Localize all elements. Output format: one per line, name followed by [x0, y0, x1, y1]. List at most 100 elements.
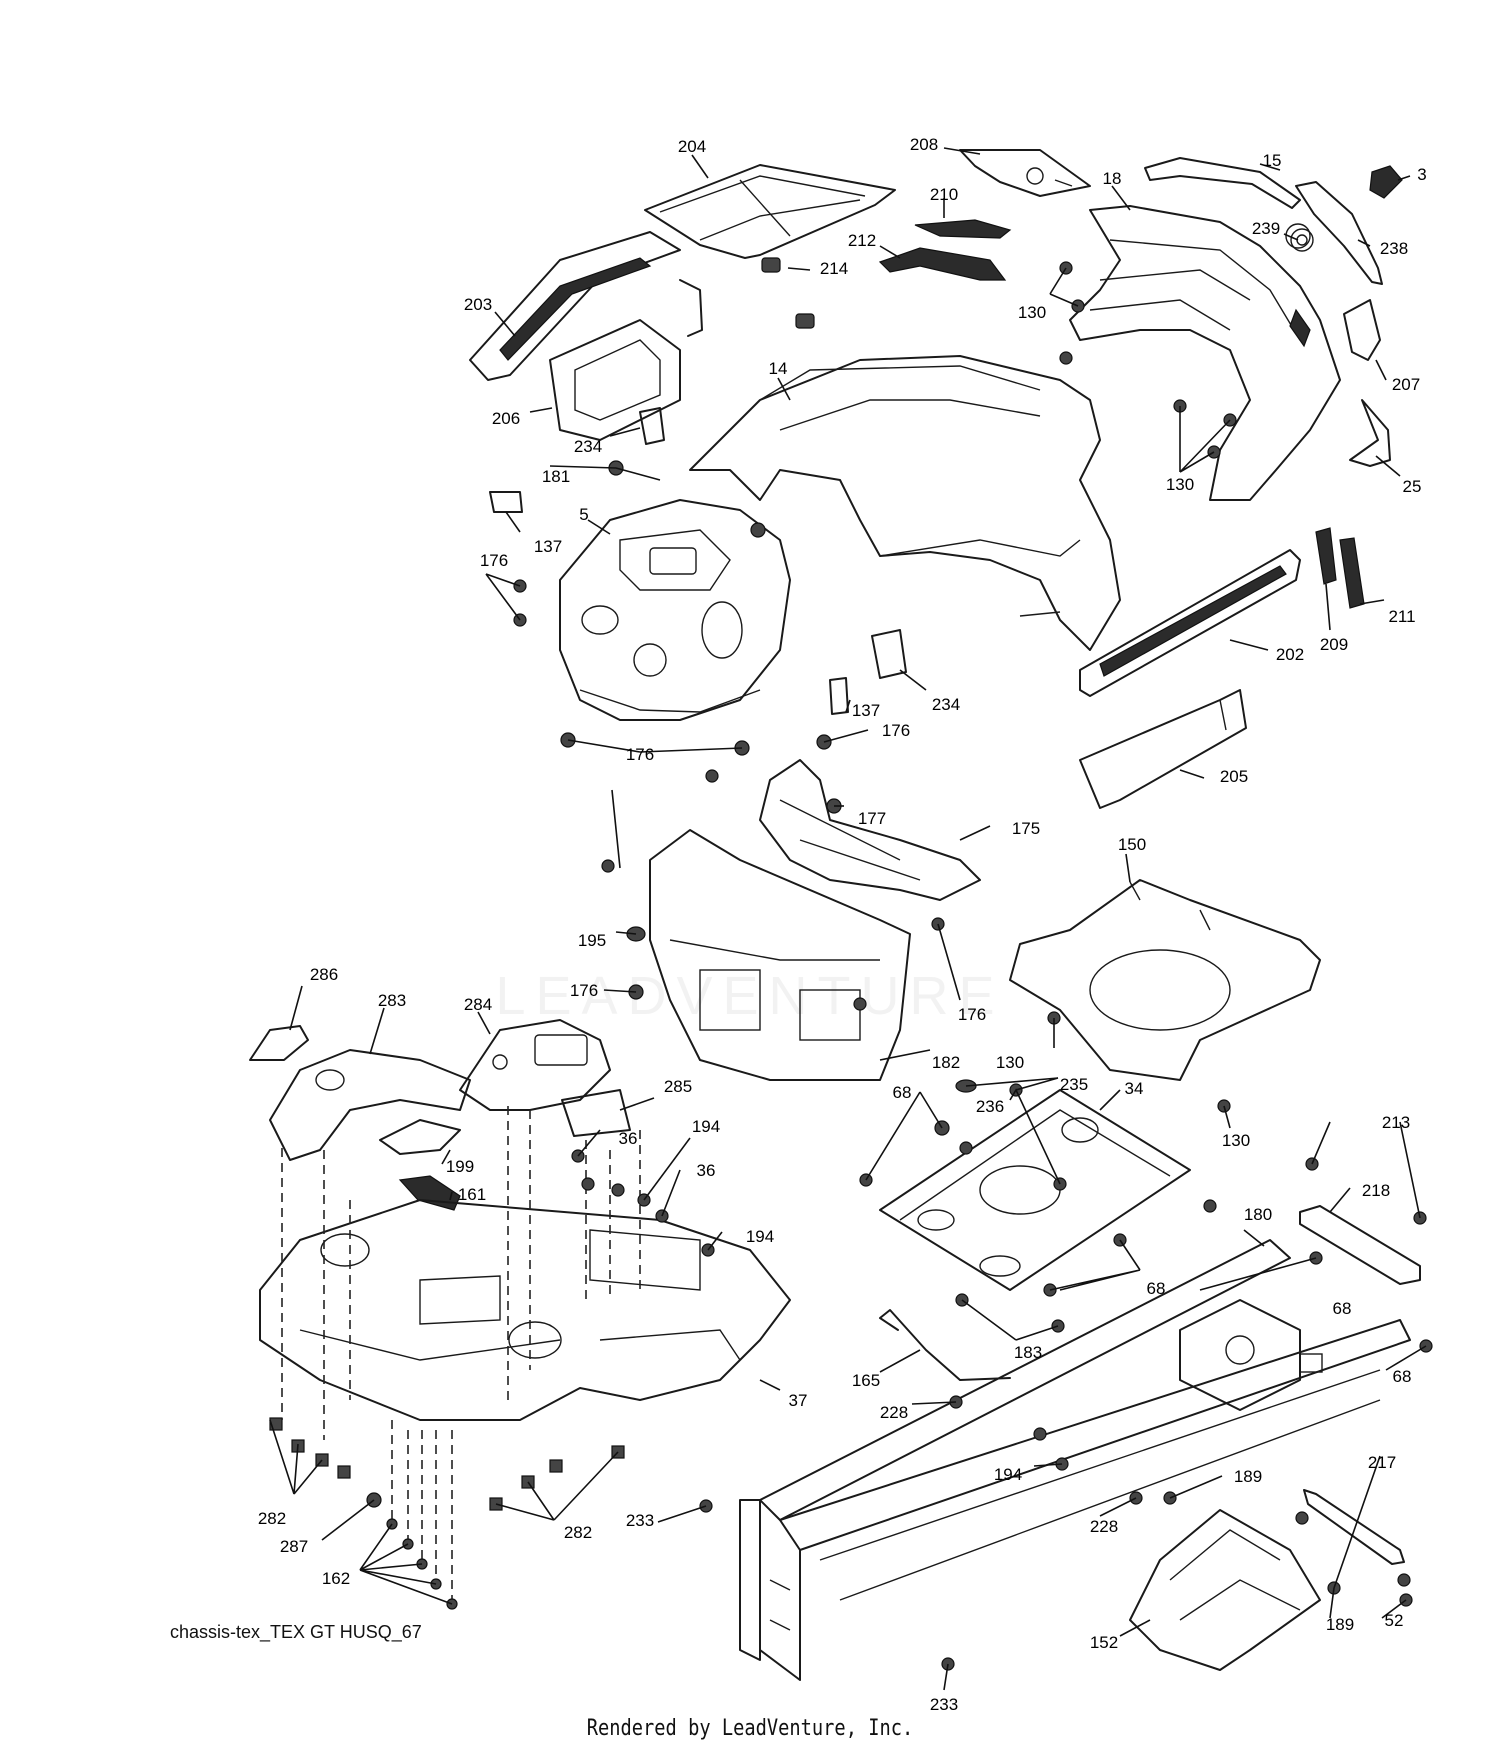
- callout-218: 218: [1362, 1181, 1390, 1200]
- callout-162: 162: [322, 1569, 350, 1588]
- callout-209: 209: [1320, 635, 1348, 654]
- callout-202: 202: [1276, 645, 1304, 664]
- callout-228-a: 228: [880, 1403, 908, 1422]
- callout-213: 213: [1382, 1113, 1410, 1132]
- callout-194-b: 194: [746, 1227, 774, 1246]
- part-5-dash-console: [559, 499, 791, 721]
- callout-68-b: 68: [1147, 1279, 1166, 1298]
- leader-lines: [269, 147, 1427, 1691]
- part-214-clips: [761, 257, 815, 329]
- part-14-hood: [689, 355, 1121, 651]
- part-15-trim-strip: [1144, 157, 1301, 209]
- callout-238: 238: [1380, 239, 1408, 258]
- callout-68-a: 68: [893, 1083, 912, 1102]
- part-206-grille-bracket: [549, 319, 681, 441]
- callout-286: 286: [310, 965, 338, 984]
- callout-176-c: 176: [626, 745, 654, 764]
- callout-150: 150: [1118, 835, 1146, 854]
- part-203-grille-frame: [469, 231, 703, 381]
- callout-137-b: 137: [852, 701, 880, 720]
- callout-18: 18: [1103, 169, 1122, 188]
- part-130-screws: [1047, 261, 1237, 1113]
- callout-182: 182: [932, 1053, 960, 1072]
- part-25: [1349, 399, 1391, 467]
- callout-233-b: 233: [930, 1695, 958, 1714]
- callout-211: 211: [1388, 607, 1415, 626]
- callout-210: 210: [930, 185, 958, 204]
- callout-175: 175: [1012, 819, 1040, 838]
- callout-161: 161: [458, 1185, 486, 1204]
- part-182-dash-housing: [649, 829, 911, 1081]
- callout-180: 180: [1244, 1205, 1272, 1224]
- callout-194-a: 194: [692, 1117, 720, 1136]
- callout-130-d: 130: [1222, 1131, 1250, 1150]
- diagram-id-label: chassis-tex_TEX GT HUSQ_67: [170, 1622, 422, 1642]
- callout-34: 34: [1125, 1079, 1144, 1098]
- part-218-bracket: [1299, 1205, 1421, 1285]
- part-36-194-fasteners: [571, 1149, 715, 1257]
- part-287-162-screws: [366, 1492, 458, 1610]
- callout-181: 181: [542, 467, 570, 486]
- part-282-nuts: [269, 1417, 625, 1511]
- callout-3: 3: [1417, 165, 1426, 184]
- callout-195: 195: [578, 931, 606, 950]
- callout-235: 235: [1060, 1075, 1088, 1094]
- part-286: [249, 1025, 309, 1061]
- part-209-211-vents: [1315, 527, 1365, 609]
- part-210-212-mesh: [878, 219, 1012, 281]
- part-204-hood-top: [644, 164, 896, 259]
- callout-206: 206: [492, 409, 520, 428]
- callout-234-a: 234: [574, 437, 602, 456]
- part-18-hood-frame: [1069, 205, 1341, 501]
- part-205-valance: [1079, 689, 1247, 809]
- part-180-frame: [739, 1239, 1411, 1681]
- part-37-fender-deck: [259, 1199, 791, 1421]
- callout-130-b: 130: [1166, 475, 1194, 494]
- callout-177: 177: [858, 809, 886, 828]
- callout-152: 152: [1090, 1633, 1118, 1652]
- callout-282-a: 282: [258, 1509, 286, 1528]
- callout-176-d: 176: [570, 981, 598, 1000]
- callout-282-b: 282: [564, 1523, 592, 1542]
- callout-285: 285: [664, 1077, 692, 1096]
- part-208-side-badge: [959, 149, 1091, 197]
- part-283-fender-cap: [269, 1049, 471, 1161]
- footer-credit: Rendered by LeadVenture, Inc.: [586, 1716, 914, 1741]
- callout-228-b: 228: [1090, 1517, 1118, 1536]
- callout-176-a: 176: [480, 551, 508, 570]
- callout-234-b: 234: [932, 695, 960, 714]
- callout-25: 25: [1403, 477, 1422, 496]
- callout-284: 284: [464, 995, 492, 1014]
- part-234-pad-upper: [639, 407, 665, 445]
- callout-176-e: 176: [958, 1005, 986, 1024]
- callout-15: 15: [1263, 151, 1282, 170]
- callout-236: 236: [976, 1097, 1004, 1116]
- fender-dashed-lines: [281, 1106, 641, 1600]
- callout-189-a: 189: [1234, 1467, 1262, 1486]
- callout-176-b: 176: [882, 721, 910, 740]
- callout-239: 239: [1252, 219, 1280, 238]
- part-137: [489, 491, 849, 715]
- callout-212: 212: [848, 231, 876, 250]
- callout-283: 283: [378, 991, 406, 1010]
- callout-203: 203: [464, 295, 492, 314]
- part-238-side-panel: [1295, 181, 1383, 285]
- part-150-floor-pan: [1009, 879, 1321, 1081]
- part-228-233-189-fasteners: [699, 1395, 1341, 1671]
- callout-130-c: 130: [996, 1053, 1024, 1072]
- callout-labels: 204 208 15 3 18 210 212 214 239 238 203 …: [258, 135, 1427, 1714]
- callout-36-b: 36: [697, 1161, 716, 1180]
- part-34-steering-plate: [879, 1089, 1191, 1291]
- callout-207: 207: [1392, 375, 1420, 394]
- part-3-emblem: [1369, 165, 1403, 199]
- callout-194-c: 194: [994, 1465, 1022, 1484]
- callout-130-a: 130: [1018, 303, 1046, 322]
- callout-233-a: 233: [626, 1511, 654, 1530]
- part-207: [1343, 299, 1381, 361]
- part-175-bracket: [759, 759, 981, 901]
- part-152-cover: [1129, 1509, 1321, 1671]
- callout-208: 208: [910, 135, 938, 154]
- part-234-pad-lower: [871, 629, 907, 679]
- callout-287: 287: [280, 1537, 308, 1556]
